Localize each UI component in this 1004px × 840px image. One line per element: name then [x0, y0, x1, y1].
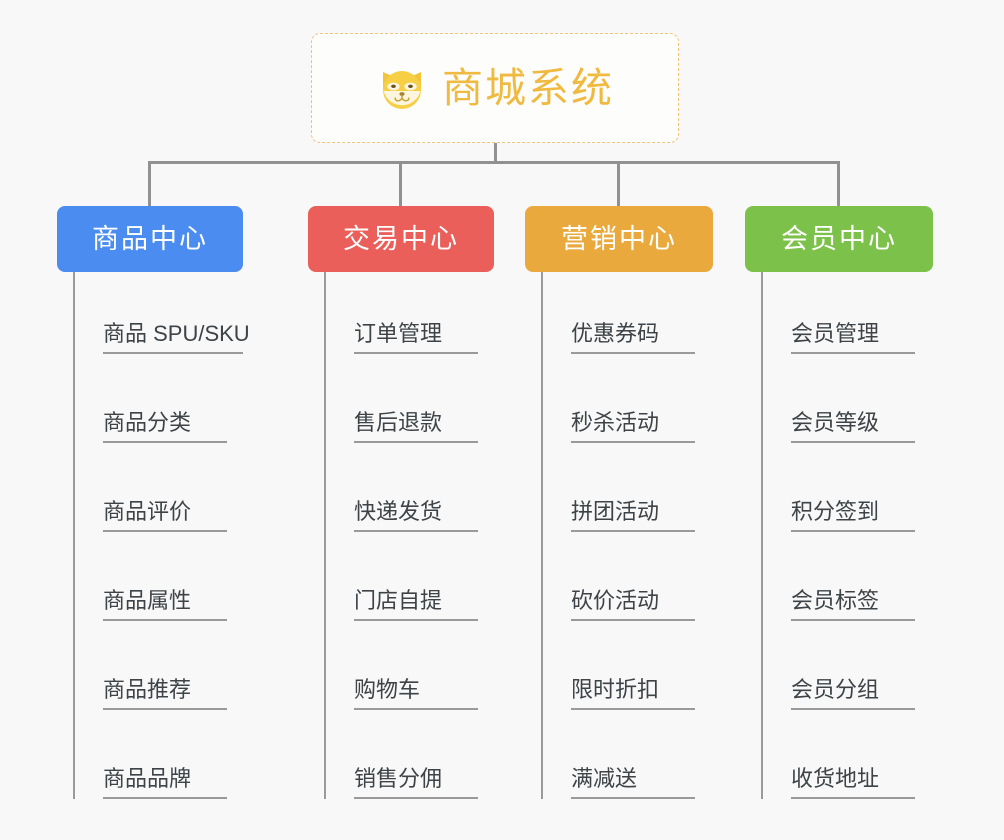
category-column-commodity: 商品中心 商品 SPU/SKU 商品分类 商品评价 商品属性 商品推荐 商品品牌	[57, 206, 250, 806]
category-header-label: 会员中心	[781, 223, 897, 254]
leaf-item-label: 商品属性	[103, 588, 227, 621]
leaf-item[interactable]: 会员标签	[761, 539, 933, 628]
leaf-item[interactable]: 快递发货	[324, 450, 494, 539]
connector-root-stem	[494, 143, 497, 163]
leaf-item-label: 拼团活动	[571, 499, 695, 532]
leaf-item-label: 门店自提	[354, 588, 478, 621]
leaf-item-label: 购物车	[354, 677, 478, 710]
root-title: 商城系统	[442, 64, 614, 111]
leaf-item-label: 订单管理	[354, 321, 478, 354]
leaf-item[interactable]: 门店自提	[324, 539, 494, 628]
leaf-list-member: 会员管理 会员等级 积分签到 会员标签 会员分组 收货地址	[761, 272, 933, 806]
category-header-label: 交易中心	[343, 223, 459, 254]
leaf-item-label: 商品评价	[103, 499, 227, 532]
leaf-spine	[761, 272, 763, 799]
leaf-spine	[324, 272, 326, 799]
connector-horizontal-bus	[148, 161, 840, 164]
connector-drop-4	[837, 161, 840, 207]
connector-drop-1	[148, 161, 151, 207]
leaf-item[interactable]: 会员等级	[761, 361, 933, 450]
leaf-item-label: 售后退款	[354, 410, 478, 443]
leaf-spine	[541, 272, 543, 799]
leaf-item[interactable]: 优惠券码	[541, 272, 713, 361]
category-header-trade[interactable]: 交易中心	[308, 206, 494, 272]
leaf-item[interactable]: 购物车	[324, 628, 494, 717]
leaf-item[interactable]: 销售分佣	[324, 717, 494, 806]
shiba-inu-dog-face-icon	[376, 62, 428, 114]
leaf-item-label: 商品分类	[103, 410, 227, 443]
leaf-item-label: 优惠券码	[571, 321, 695, 354]
leaf-item-label: 快递发货	[354, 499, 478, 532]
leaf-item[interactable]: 秒杀活动	[541, 361, 713, 450]
leaf-list-trade: 订单管理 售后退款 快递发货 门店自提 购物车 销售分佣	[324, 272, 494, 806]
leaf-item[interactable]: 订单管理	[324, 272, 494, 361]
leaf-item-label: 销售分佣	[354, 766, 478, 799]
leaf-item[interactable]: 商品 SPU/SKU	[73, 272, 250, 361]
leaf-item-label: 限时折扣	[571, 677, 695, 710]
leaf-item-label: 满减送	[571, 766, 695, 799]
leaf-item[interactable]: 积分签到	[761, 450, 933, 539]
leaf-item-label: 商品推荐	[103, 677, 227, 710]
leaf-item[interactable]: 售后退款	[324, 361, 494, 450]
leaf-item-label: 会员标签	[791, 588, 915, 621]
category-column-marketing: 营销中心 优惠券码 秒杀活动 拼团活动 砍价活动 限时折扣 满减送	[525, 206, 713, 806]
category-header-marketing[interactable]: 营销中心	[525, 206, 713, 272]
leaf-item[interactable]: 拼团活动	[541, 450, 713, 539]
leaf-item[interactable]: 商品品牌	[73, 717, 243, 806]
leaf-item[interactable]: 商品推荐	[73, 628, 243, 717]
category-column-member: 会员中心 会员管理 会员等级 积分签到 会员标签 会员分组 收货地址	[745, 206, 933, 806]
leaf-item-label: 收货地址	[791, 766, 915, 799]
leaf-item-label: 会员分组	[791, 677, 915, 710]
category-header-commodity[interactable]: 商品中心	[57, 206, 243, 272]
leaf-item-label: 会员等级	[791, 410, 915, 443]
category-header-member[interactable]: 会员中心	[745, 206, 933, 272]
connector-drop-3	[617, 161, 620, 207]
category-column-trade: 交易中心 订单管理 售后退款 快递发货 门店自提 购物车 销售分佣	[308, 206, 494, 806]
leaf-item[interactable]: 商品分类	[73, 361, 243, 450]
leaf-item[interactable]: 满减送	[541, 717, 713, 806]
leaf-item-label: 商品品牌	[103, 766, 227, 799]
root-node[interactable]: 商城系统	[311, 33, 679, 143]
leaf-item[interactable]: 商品属性	[73, 539, 243, 628]
leaf-item-label: 积分签到	[791, 499, 915, 532]
leaf-item[interactable]: 会员管理	[761, 272, 933, 361]
leaf-item[interactable]: 商品评价	[73, 450, 243, 539]
leaf-item[interactable]: 砍价活动	[541, 539, 713, 628]
leaf-item-label: 会员管理	[791, 321, 915, 354]
leaf-item-label: 商品 SPU/SKU	[103, 321, 250, 354]
leaf-spine	[73, 272, 75, 799]
leaf-item[interactable]: 会员分组	[761, 628, 933, 717]
leaf-list-commodity: 商品 SPU/SKU 商品分类 商品评价 商品属性 商品推荐 商品品牌	[73, 272, 250, 806]
leaf-item-label: 砍价活动	[571, 588, 695, 621]
leaf-item[interactable]: 限时折扣	[541, 628, 713, 717]
leaf-item[interactable]: 收货地址	[761, 717, 933, 806]
connector-drop-2	[399, 161, 402, 207]
leaf-list-marketing: 优惠券码 秒杀活动 拼团活动 砍价活动 限时折扣 满减送	[541, 272, 713, 806]
category-header-label: 商品中心	[92, 223, 208, 254]
leaf-item-label: 秒杀活动	[571, 410, 695, 443]
category-header-label: 营销中心	[561, 223, 677, 254]
